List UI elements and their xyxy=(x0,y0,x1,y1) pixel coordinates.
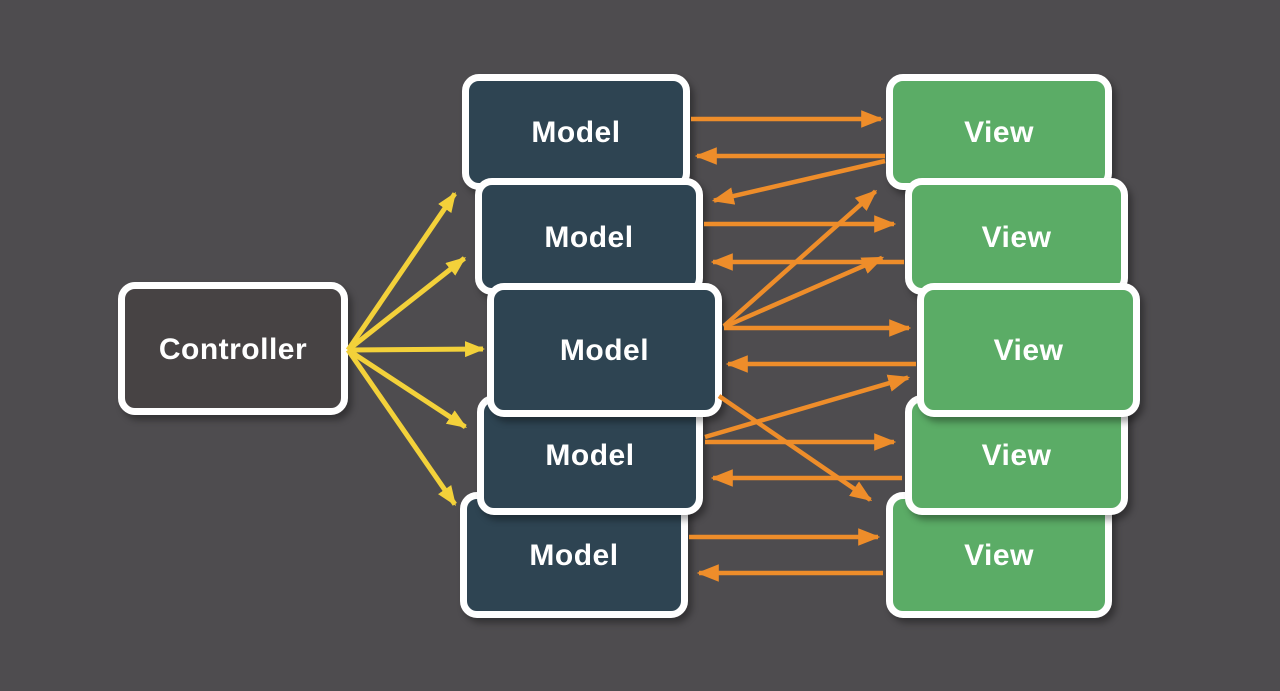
model-label-5: Model xyxy=(529,539,619,572)
view-label-1: View xyxy=(964,116,1034,149)
arrow-model-3-to-view-2 xyxy=(723,255,885,330)
arrow-controller-to-model-5 xyxy=(345,348,457,507)
view-node-3: View xyxy=(917,283,1140,417)
view-node-2: View xyxy=(905,178,1128,295)
arrow-model-3-to-view-1 xyxy=(722,189,878,328)
view-label-3: View xyxy=(993,334,1064,367)
model-node-1: Model xyxy=(462,74,690,190)
controller-node: Controller xyxy=(118,282,348,415)
model-label-2: Model xyxy=(544,220,634,254)
arrow-model-3-to-view-5 xyxy=(717,394,873,502)
arrow-view-1-to-model-2 xyxy=(711,158,886,205)
model-label-3: Model xyxy=(559,334,650,367)
arrow-controller-to-model-1 xyxy=(345,191,457,352)
arrow-controller-to-model-2 xyxy=(346,256,466,352)
model-label-4: Model xyxy=(545,439,635,472)
arrow-controller-to-model-3 xyxy=(347,341,486,358)
arrow-controller-to-model-4 xyxy=(346,347,468,429)
arrow-model-4-to-view-3 xyxy=(704,374,911,440)
view-node-1: View xyxy=(886,74,1112,190)
model-node-3: Model xyxy=(487,283,722,417)
view-label-2: View xyxy=(981,220,1052,254)
model-label-1: Model xyxy=(531,116,621,149)
controller-label: Controller xyxy=(158,332,308,366)
view-label-5: View xyxy=(964,539,1034,572)
view-label-4: View xyxy=(981,439,1052,472)
model-node-2: Model xyxy=(475,178,703,295)
